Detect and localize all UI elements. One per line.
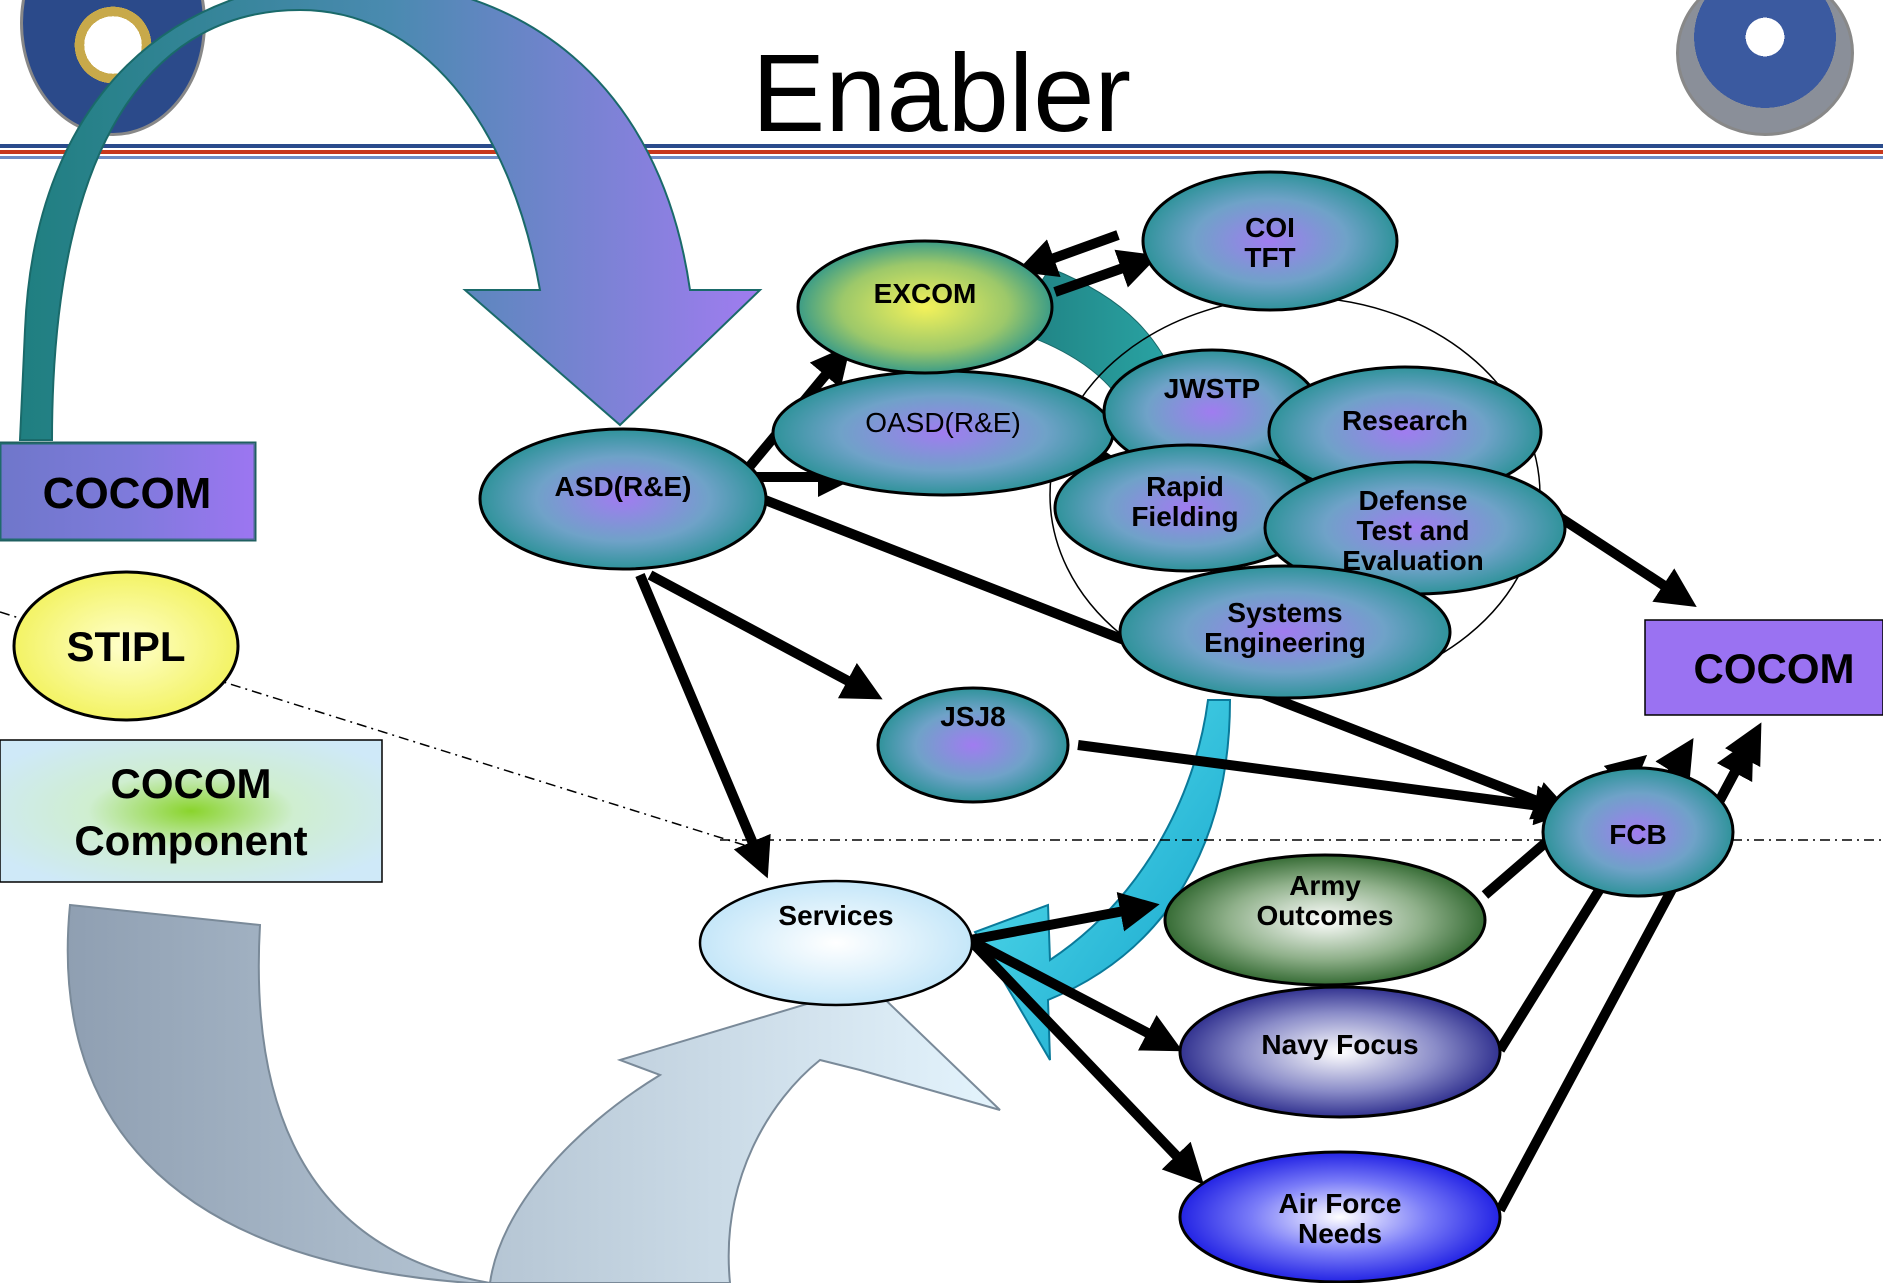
svg-text:Test and: Test and xyxy=(1356,515,1469,546)
svg-text:Rapid: Rapid xyxy=(1146,471,1224,502)
oasd-node: OASD(R&E) xyxy=(771,369,1115,497)
svg-text:Component: Component xyxy=(74,817,307,864)
cocom-right-node: COCOM xyxy=(1644,619,1883,716)
svg-text:FCB: FCB xyxy=(1609,819,1667,850)
page-title: Enabler xyxy=(751,32,1132,155)
svg-text:COCOM: COCOM xyxy=(1694,645,1855,692)
svg-text:Air Force: Air Force xyxy=(1279,1188,1402,1219)
svg-text:COCOM: COCOM xyxy=(111,760,272,807)
cocom-left-node: COCOM xyxy=(0,441,257,542)
arrow-services-airforce xyxy=(966,936,1204,1185)
svg-text:STIPL: STIPL xyxy=(66,623,185,670)
svg-text:COI: COI xyxy=(1245,212,1295,243)
navy-node: Navy Focus xyxy=(1178,985,1502,1119)
services-node: Services xyxy=(698,879,974,1007)
arrow-fcb-cocom xyxy=(1715,722,1762,803)
fcb-node: FCB xyxy=(1541,766,1735,898)
svg-text:COCOM: COCOM xyxy=(43,469,212,518)
svg-text:Evaluation: Evaluation xyxy=(1342,545,1484,576)
arrow-asd-services xyxy=(635,573,771,879)
research-node: Research xyxy=(1267,365,1543,499)
svg-text:TFT: TFT xyxy=(1244,242,1295,273)
svg-text:ASD(R&E): ASD(R&E) xyxy=(555,471,692,502)
header-divider-blue xyxy=(0,144,1883,148)
svg-text:Army: Army xyxy=(1289,870,1361,901)
header-divider-red xyxy=(0,150,1883,154)
svg-text:Needs: Needs xyxy=(1298,1218,1382,1249)
jwstp-node: JWSTP xyxy=(1102,348,1322,476)
seal-right-icon xyxy=(1676,0,1854,136)
svg-text:JWSTP: JWSTP xyxy=(1164,373,1260,404)
cocom-component-node: COCOM Component xyxy=(0,739,383,883)
svg-text:Engineering: Engineering xyxy=(1204,627,1366,658)
arrow-services-army xyxy=(969,892,1160,945)
arrow-excom-coi xyxy=(1053,249,1159,297)
svg-text:Systems: Systems xyxy=(1227,597,1342,628)
army-node: Army Outcomes xyxy=(1163,853,1487,987)
arrow-jsj8-fcb xyxy=(1077,740,1575,826)
stipl-node: STIPL xyxy=(12,570,240,722)
cyan-arrow xyxy=(973,699,1232,1061)
svg-text:Navy Focus: Navy Focus xyxy=(1261,1029,1418,1060)
svg-text:EXCOM: EXCOM xyxy=(874,278,977,309)
arrow-coi-excom xyxy=(1016,230,1120,278)
rapid-fielding-node: Rapid Fielding xyxy=(1053,443,1323,573)
svg-text:Outcomes: Outcomes xyxy=(1257,900,1394,931)
svg-text:Fielding: Fielding xyxy=(1131,501,1238,532)
header-divider-blue-thin xyxy=(0,156,1883,159)
air-force-node: Air Force Needs xyxy=(1178,1150,1502,1283)
svg-text:OASD(R&E): OASD(R&E) xyxy=(865,407,1021,438)
svg-text:Defense: Defense xyxy=(1359,485,1468,516)
svg-text:JSJ8: JSJ8 xyxy=(940,701,1005,732)
big-curved-arrow-bottom xyxy=(66,903,1001,1283)
coi-tft-node: COI TFT xyxy=(1141,170,1399,312)
svg-text:Research: Research xyxy=(1342,405,1468,436)
svg-text:Services: Services xyxy=(778,900,893,931)
arrow-asd-jsj8 xyxy=(647,570,883,700)
jsj8-node: JSJ8 xyxy=(876,686,1070,804)
systems-engineering-node: Systems Engineering xyxy=(1118,564,1452,700)
excom-node: EXCOM xyxy=(796,239,1054,375)
asd-node: ASD(R&E) xyxy=(478,427,768,571)
big-curved-arrow-top xyxy=(18,0,763,441)
arrow-services-navy xyxy=(967,935,1183,1052)
